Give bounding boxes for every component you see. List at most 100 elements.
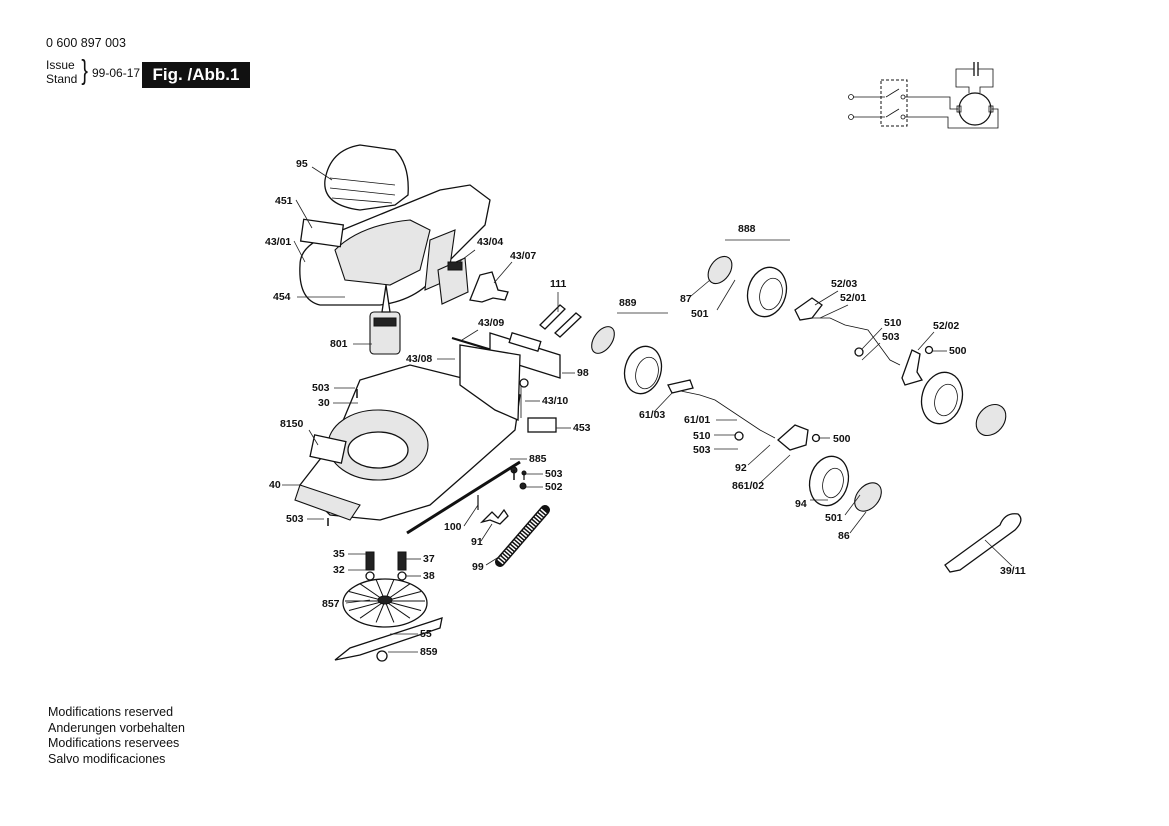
part-rod-52-01[interactable]	[812, 317, 901, 366]
callout-p510b[interactable]: 510	[693, 430, 711, 442]
callout-p8150[interactable]: 8150	[280, 418, 304, 430]
part-label-8150[interactable]	[309, 434, 347, 464]
callout-p859[interactable]: 859	[420, 646, 438, 658]
callout-p92[interactable]: 92	[735, 462, 747, 474]
part-clip-91[interactable]	[479, 508, 509, 525]
callout-p453[interactable]: 453	[573, 422, 591, 434]
part-hubcap-right[interactable]	[970, 399, 1012, 442]
part-housing-40[interactable]	[294, 344, 521, 521]
callout-p37[interactable]: 37	[423, 553, 435, 565]
callout-p55[interactable]: 55	[420, 628, 432, 640]
callout-p503e[interactable]: 503	[693, 444, 711, 456]
callout-p6103[interactable]: 61/03	[639, 409, 665, 421]
part-hood-43-01[interactable]	[299, 184, 491, 306]
callout-p87[interactable]: 87	[680, 293, 692, 305]
callout-p889[interactable]: 889	[619, 297, 637, 309]
callout-p95[interactable]: 95	[296, 158, 308, 170]
part-wrench-39-11[interactable]	[944, 513, 1022, 573]
callout-p40[interactable]: 40	[269, 479, 281, 491]
callout-p3911[interactable]: 39/11	[1000, 565, 1026, 577]
leader-p857	[345, 599, 371, 604]
part-bracket-61-03[interactable]	[667, 379, 694, 394]
callout-p500a[interactable]: 500	[949, 345, 967, 357]
leader-p4307	[493, 261, 513, 284]
callout-p510a[interactable]: 510	[884, 317, 902, 329]
callout-p4307[interactable]: 43/07	[510, 250, 536, 262]
callout-p4309[interactable]: 43/09	[478, 317, 504, 329]
callout-p6101[interactable]: 61/01	[684, 414, 710, 426]
part-wheel-94[interactable]	[804, 452, 854, 510]
footer-line: Modifications reservees	[48, 736, 180, 750]
callout-p99[interactable]: 99	[472, 561, 484, 573]
part-lever-43-07[interactable]	[469, 271, 509, 303]
part-axle-885[interactable]	[406, 460, 521, 535]
part-handle-cover-95[interactable]	[324, 144, 409, 211]
leader-p4309	[461, 329, 479, 341]
callout-p111[interactable]: 111	[550, 278, 567, 290]
footer-line: Salvo modificaciones	[48, 751, 166, 766]
part-bracket-52-03[interactable]	[794, 297, 823, 321]
callout-p35[interactable]: 35	[333, 548, 345, 560]
callout-p5202[interactable]: 52/02	[933, 320, 959, 332]
callout-p32[interactable]: 32	[333, 564, 345, 576]
callout-p503b[interactable]: 503	[545, 468, 563, 480]
callout-p94[interactable]: 94	[795, 498, 807, 510]
callout-p888[interactable]: 888	[738, 223, 756, 235]
part-nut-859[interactable]	[376, 650, 388, 662]
leader-p99	[485, 554, 503, 566]
leader-p91	[480, 523, 493, 542]
callout-p4304[interactable]: 43/04	[477, 236, 503, 248]
part-bracket-52-02[interactable]	[901, 349, 924, 386]
part-right-wheel[interactable]	[916, 368, 968, 429]
part-rod-61-01[interactable]	[675, 389, 776, 439]
callout-p454[interactable]: 454	[273, 291, 291, 303]
part-top-wheel-888[interactable]	[742, 263, 792, 321]
callout-p4301[interactable]: 43/01	[265, 236, 291, 248]
leader-p4304	[454, 249, 476, 266]
callout-p501a[interactable]: 501	[691, 308, 709, 320]
part-switch-box-43-04[interactable]	[437, 257, 469, 305]
footer-notes: Modifications reserved Anderungen vorbeh…	[48, 705, 185, 767]
part-motor-801[interactable]	[369, 284, 401, 355]
part-handle-clips-111[interactable]	[539, 304, 582, 338]
part-spring-43-10[interactable]	[519, 378, 529, 418]
part-spring-99[interactable]	[495, 505, 550, 567]
part-hubcap-87[interactable]	[703, 252, 737, 288]
callout-p503d[interactable]: 503	[882, 331, 900, 343]
part-plate-98[interactable]	[489, 332, 561, 379]
leader-p5202	[917, 331, 935, 351]
part-label-451[interactable]	[299, 218, 345, 248]
callout-p501b[interactable]: 501	[825, 512, 843, 524]
part-fan-857[interactable]	[342, 578, 428, 628]
callout-p30[interactable]: 30	[318, 397, 330, 409]
callout-p5201[interactable]: 52/01	[840, 292, 866, 304]
part-bracket-861-02[interactable]	[777, 424, 809, 451]
callout-p86102[interactable]: 861/02	[732, 480, 764, 492]
leader-p8150	[308, 429, 319, 446]
callout-p885[interactable]: 885	[529, 453, 547, 465]
callout-p91[interactable]: 91	[471, 536, 483, 548]
callout-p503c[interactable]: 503	[286, 513, 304, 525]
part-rear-wheel-889[interactable]	[619, 342, 666, 398]
part-hubcap-86[interactable]	[849, 478, 886, 517]
callout-p5203[interactable]: 52/03	[831, 278, 857, 290]
callout-p503a[interactable]: 503	[312, 382, 330, 394]
part-blade-55[interactable]	[334, 617, 443, 661]
callout-p98[interactable]: 98	[577, 367, 589, 379]
callout-p502[interactable]: 502	[545, 481, 563, 493]
callout-p100[interactable]: 100	[444, 521, 462, 533]
callout-p857[interactable]: 857	[322, 598, 340, 610]
callout-p451[interactable]: 451	[275, 195, 293, 207]
callout-p38[interactable]: 38	[423, 570, 435, 582]
footer-line: Anderungen vorbehalten	[48, 720, 185, 735]
issue-date: 99-06-17	[92, 66, 141, 80]
callout-p801[interactable]: 801	[330, 338, 348, 350]
leader-p501b	[844, 494, 861, 516]
callout-p500b[interactable]: 500	[833, 433, 851, 445]
part-label-453[interactable]	[527, 417, 557, 433]
part-hubcap-rear[interactable]	[587, 323, 619, 358]
callout-p4310[interactable]: 43/10	[542, 395, 568, 407]
fan-blade	[375, 600, 386, 623]
callout-p4308[interactable]: 43/08	[406, 353, 432, 365]
callout-p86[interactable]: 86	[838, 530, 850, 542]
